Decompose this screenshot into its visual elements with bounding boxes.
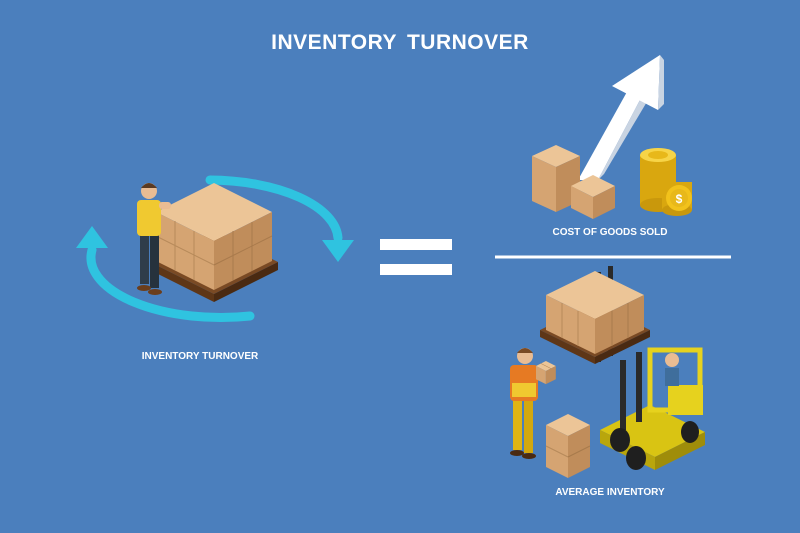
page-title: INVENTORY TURNOVER [271,31,529,54]
inventory-turnover-label: INVENTORY TURNOVER [141,351,259,362]
svg-text:$: $ [676,192,683,206]
cardboard-boxes-top [532,145,615,219]
box-stack-bottom [545,414,591,478]
equals-sign-icon [380,239,452,275]
cycle-arrows-icon [76,175,354,323]
growth-arrow-icon [578,55,664,180]
lifted-pallet [540,271,650,364]
average-inventory-label: AVERAGE INVENTORY [555,487,665,498]
worker-with-box [510,348,557,459]
worker-figure [137,183,171,295]
coin-stack-icon: $ [640,148,692,216]
pallet-of-boxes [150,183,278,302]
cost-of-goods-sold-label: COST OF GOODS SOLD [552,227,668,238]
